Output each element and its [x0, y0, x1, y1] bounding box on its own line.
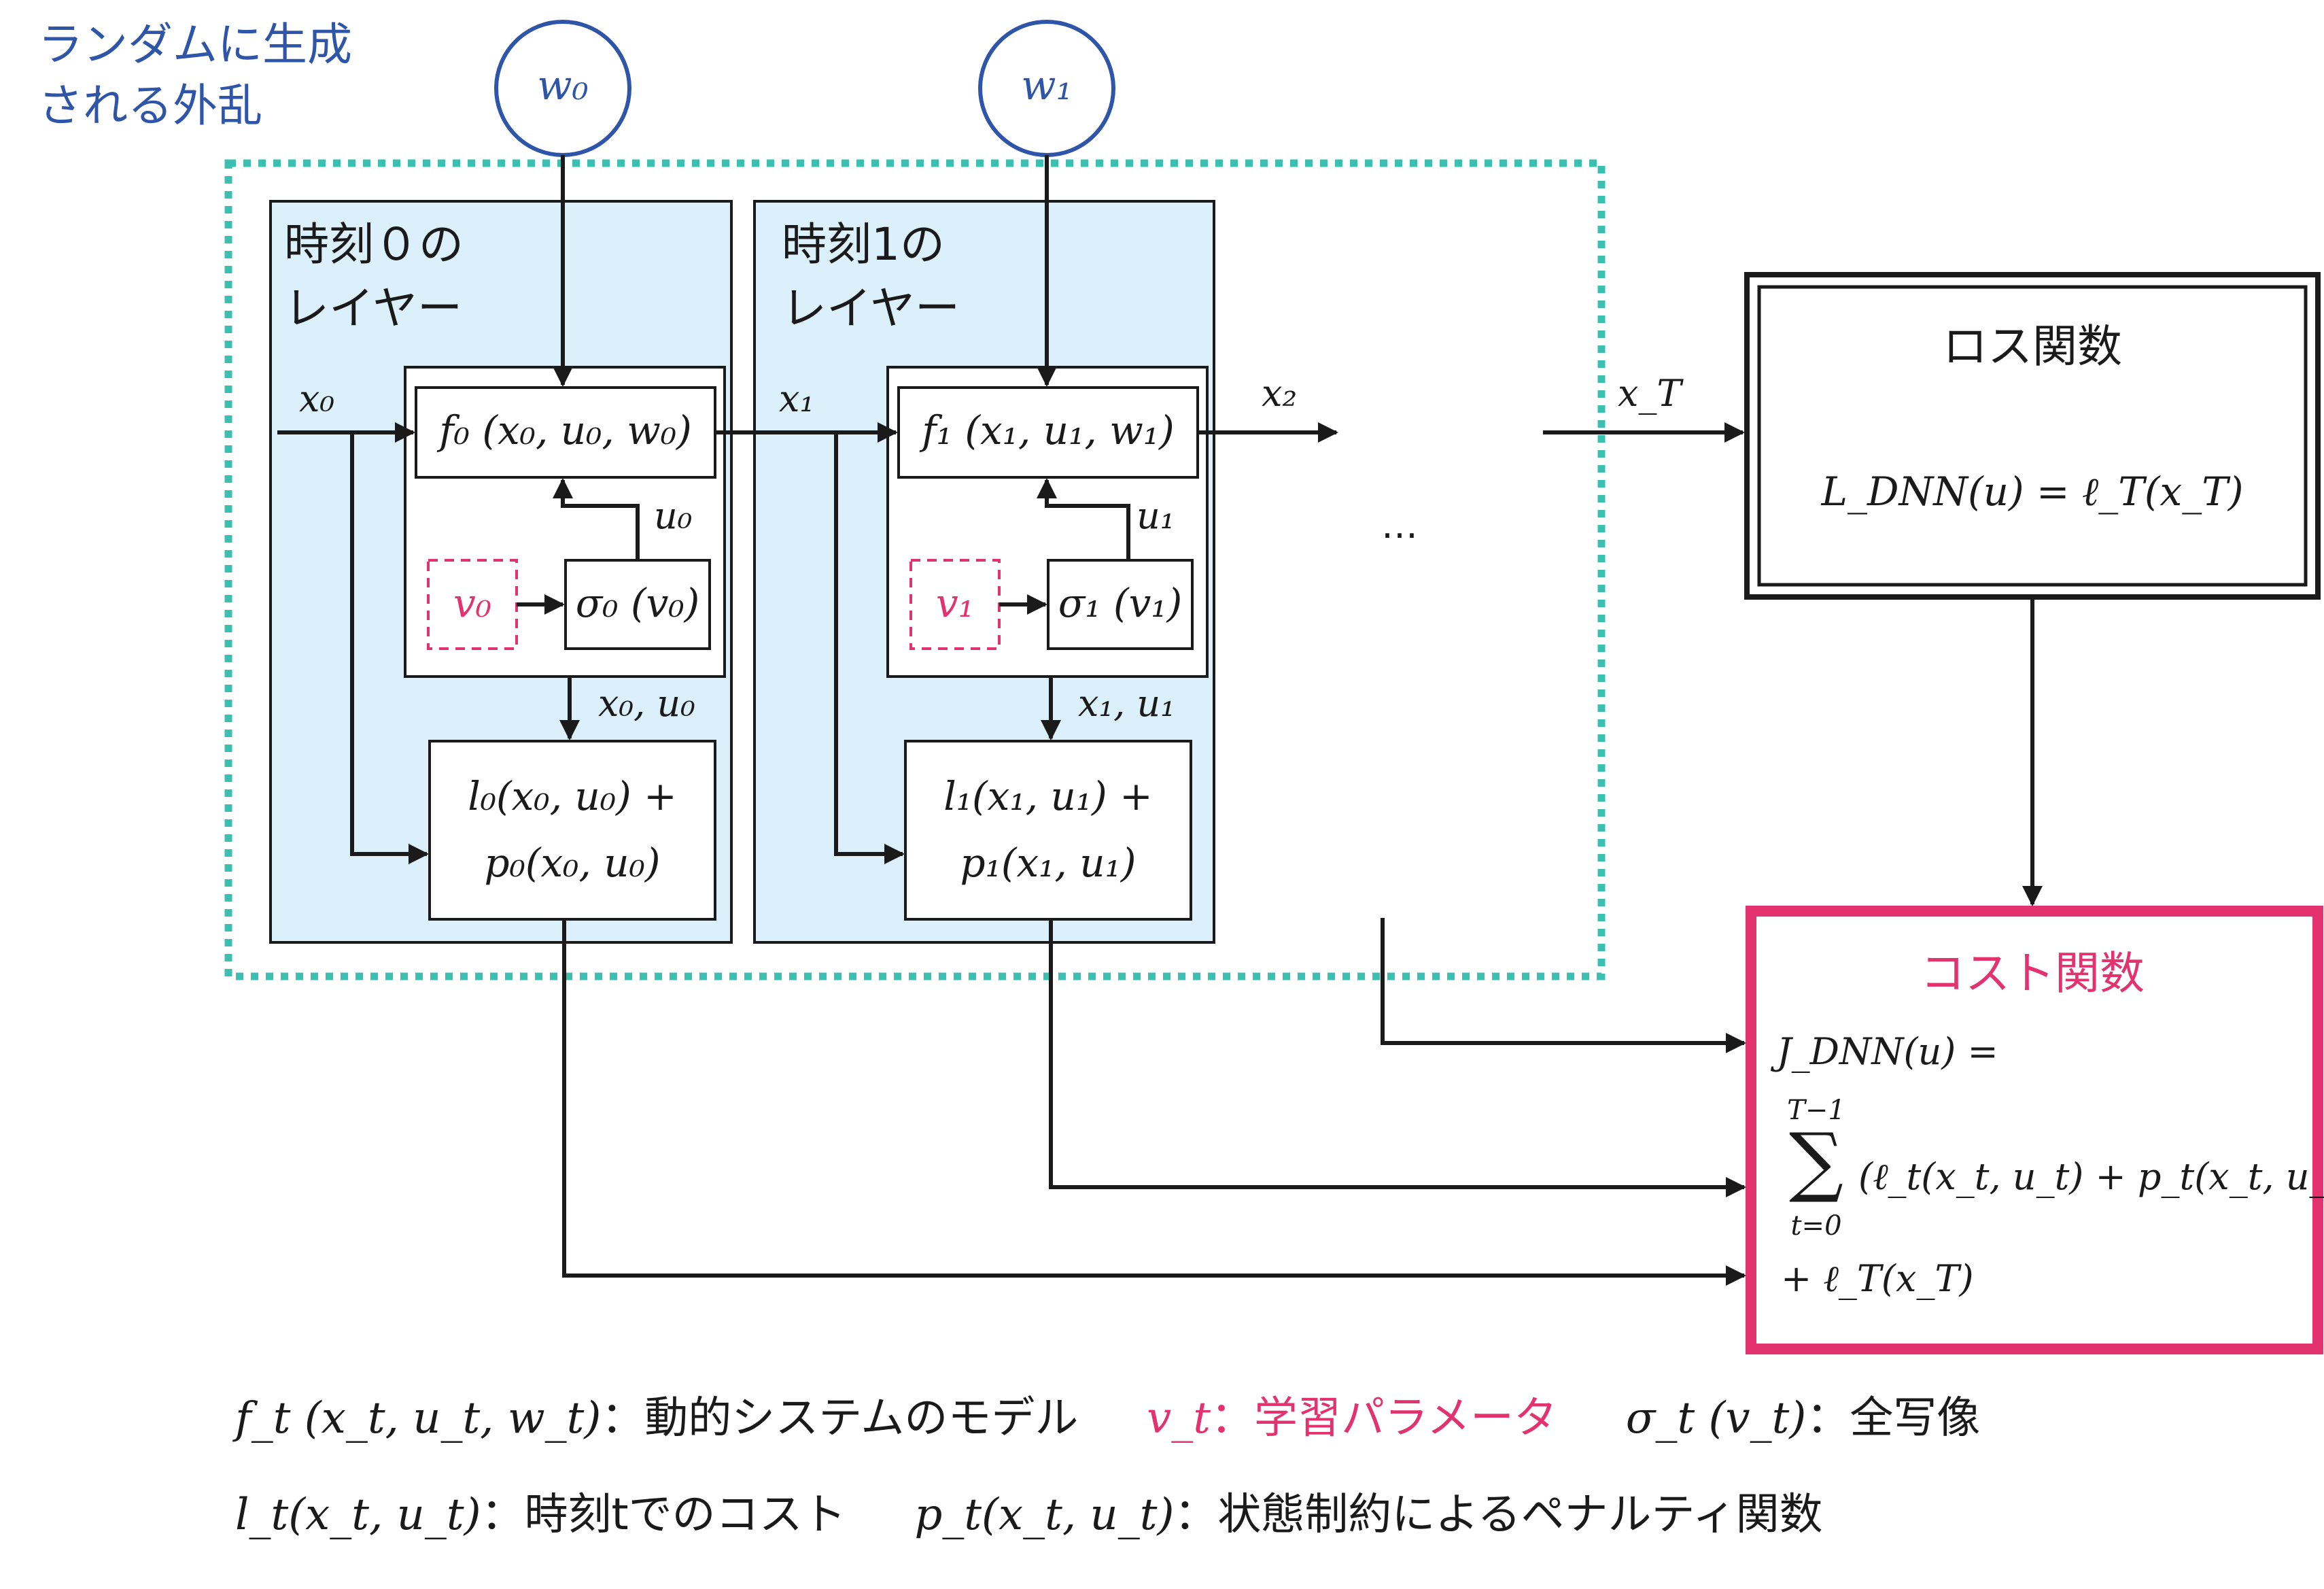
arrow-x1-to-cost1	[834, 432, 905, 864]
layer-0-state-label: x₀	[299, 377, 335, 420]
layer-1-dynamics: f₁ (x₁, u₁, w₁)	[922, 407, 1175, 454]
legend-p-desc: ：状態制約によるペナルティ関数	[1174, 1490, 1823, 1540]
layer-1-dynamics-box	[897, 386, 1199, 479]
legend-l-symbol: l_t(x_t, u_t)	[235, 1490, 481, 1540]
layer-0-cost-line2: p₀(x₀, u₀)	[484, 840, 661, 886]
disturbance-label-line2: される外乱	[38, 80, 262, 132]
cost-box-line3: + ℓ_T(x_T)	[1781, 1257, 1974, 1300]
cost-box-sum-lower: t=0	[1790, 1210, 1842, 1242]
terminal-state-label: x_T	[1618, 372, 1682, 415]
legend-v-symbol: v_t	[1147, 1393, 1211, 1443]
layer-1-activation-box	[1047, 559, 1194, 650]
arrow-u0-feedback	[553, 478, 640, 560]
arrow-cost0-to-total	[562, 919, 1746, 1286]
legend-l-desc: ：時刻tでのコスト	[481, 1490, 846, 1540]
cost-box-sum-term: (ℓ_t(x_t, u_t) + p_t(x_t, u_t))	[1858, 1155, 2324, 1198]
layer-1-title-line1: 時刻1の	[782, 218, 945, 271]
layer-0-dynamics: f₀ (x₀, u₀, w₀)	[439, 407, 692, 454]
cost-box	[1746, 906, 2323, 1354]
loss-box-title: ロス関数	[1943, 320, 2122, 373]
legend-p-symbol: p_t(x_t, u_t)	[914, 1490, 1175, 1540]
layer-1-cost-line1: l₁(x₁, u₁) +	[943, 773, 1153, 819]
ellipsis: …	[1381, 504, 1418, 547]
disturbance-w1-label: w₁	[1021, 62, 1073, 109]
layer-0-dynamics-box	[415, 386, 716, 479]
layer-0-title-line1: 時刻０の	[284, 218, 464, 271]
layer-0-activation-box	[564, 559, 711, 650]
arrow-later-costs	[1381, 918, 1746, 1053]
layer-1-title-line2: レイヤー	[782, 282, 960, 335]
disturbance-label-line1: ランダムに生成	[38, 18, 352, 71]
cost-box-sum-upper: T−1	[1787, 1095, 1845, 1126]
layer-0-control-label: u₀	[654, 494, 693, 537]
layer-0-pair-label: x₀, u₀	[598, 682, 695, 725]
cost-box-title: コスト関数	[1920, 947, 2145, 999]
arrow-x0-to-cost0	[350, 432, 429, 864]
legend-v-desc: ：学習パラメータ	[1210, 1393, 1558, 1443]
arrow-cost1-to-total	[1049, 919, 1746, 1197]
sum-sigma-icon: ∑	[1789, 1117, 1843, 1206]
layer-1-activation: σ₁ (v₁)	[1058, 580, 1183, 626]
loss-box-outer	[1744, 272, 2321, 600]
disturbance-w0-label: w₀	[537, 62, 589, 109]
layer-1-state-label: x₁	[779, 377, 815, 420]
loss-box-formula: L_DNN(u) = ℓ_T(x_T)	[1821, 468, 2244, 515]
layer-1-cost-line2: p₁(x₁, u₁)	[960, 840, 1137, 886]
layer-0-activation: σ₀ (v₀)	[575, 580, 700, 626]
layer-0-title-line2: レイヤー	[284, 282, 463, 335]
next-state-label: x₂	[1262, 372, 1298, 415]
layer-1-pair-label: x₁, u₁	[1078, 682, 1175, 725]
layer-0-cost-line1: l₀(x₀, u₀) +	[468, 773, 677, 819]
loss-box-inner	[1757, 285, 2308, 587]
layer-0-cost-box	[428, 740, 716, 921]
cost-box-line1: J_DNN(u) =	[1777, 1030, 1998, 1073]
legend-row-1: f_t (x_t, u_t, w_t)：動的システムのモデル v_t：学習パラメ…	[235, 1393, 1981, 1444]
legend-f-symbol: f_t (x_t, u_t, w_t)	[235, 1393, 602, 1443]
legend-row-2: l_t(x_t, u_t)：時刻tでのコスト p_t(x_t, u_t)：状態制…	[235, 1490, 1823, 1541]
layer-1-param: v₁	[935, 580, 975, 626]
random-region-border	[224, 159, 1606, 980]
legend-f-desc: ：動的システムのモデル	[601, 1393, 1079, 1443]
layer-0-param: v₀	[453, 580, 492, 626]
legend-sigma-desc: ：全写像	[1806, 1393, 1981, 1443]
layer-1-cost-box	[904, 740, 1192, 921]
layer-1-control-label: u₁	[1137, 494, 1175, 537]
arrow-u1-feedback	[1037, 478, 1130, 560]
legend-sigma-symbol: σ_t (v_t)	[1625, 1393, 1807, 1443]
